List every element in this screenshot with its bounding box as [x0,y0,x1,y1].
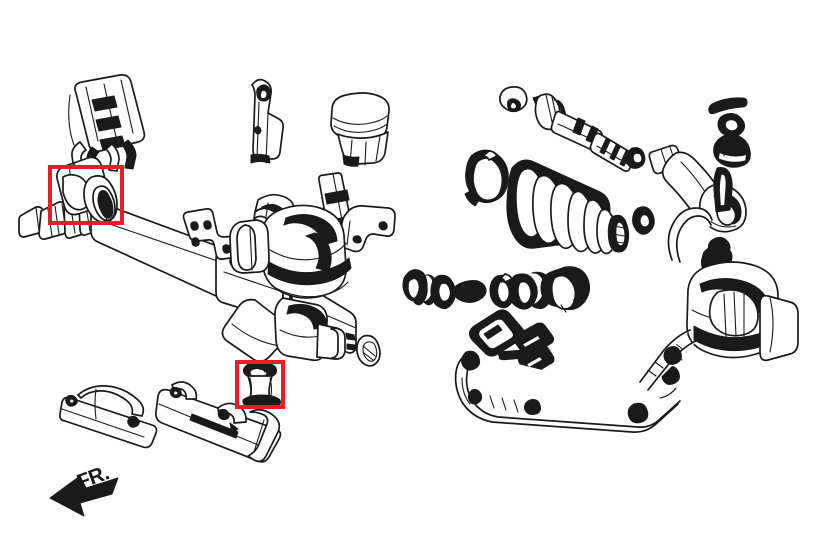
rack-mount-clamp-bracket [68,74,146,174]
highlight-rack-bushing-left [48,165,124,225]
power-steering-cylinder [639,207,799,391]
rack-mounting-bushing [56,156,118,224]
hydraulic-pressure-lines [454,343,687,433]
rack-bellows-boot [506,159,630,255]
ball-joint-boot [713,133,751,168]
heat-shield-bracket [250,78,285,164]
boot-retaining-clip [464,149,509,207]
pinion-valve-body-assembly [221,172,396,367]
lower-mount-bracket-b [155,381,282,463]
tie-rod-end-outer [648,144,747,233]
lower-mount-bracket-a [59,385,158,449]
tie-rod-inner-assembly [499,86,646,172]
castle-nut [717,113,746,138]
front-direction-arrow [49,475,119,517]
seal-kit-parts-row [402,266,591,313]
washer-spacer [632,206,655,235]
rubber-grommet-mount [330,92,390,167]
highlight-rack-bushing-lower [235,360,285,409]
cotter-pin [708,97,748,115]
